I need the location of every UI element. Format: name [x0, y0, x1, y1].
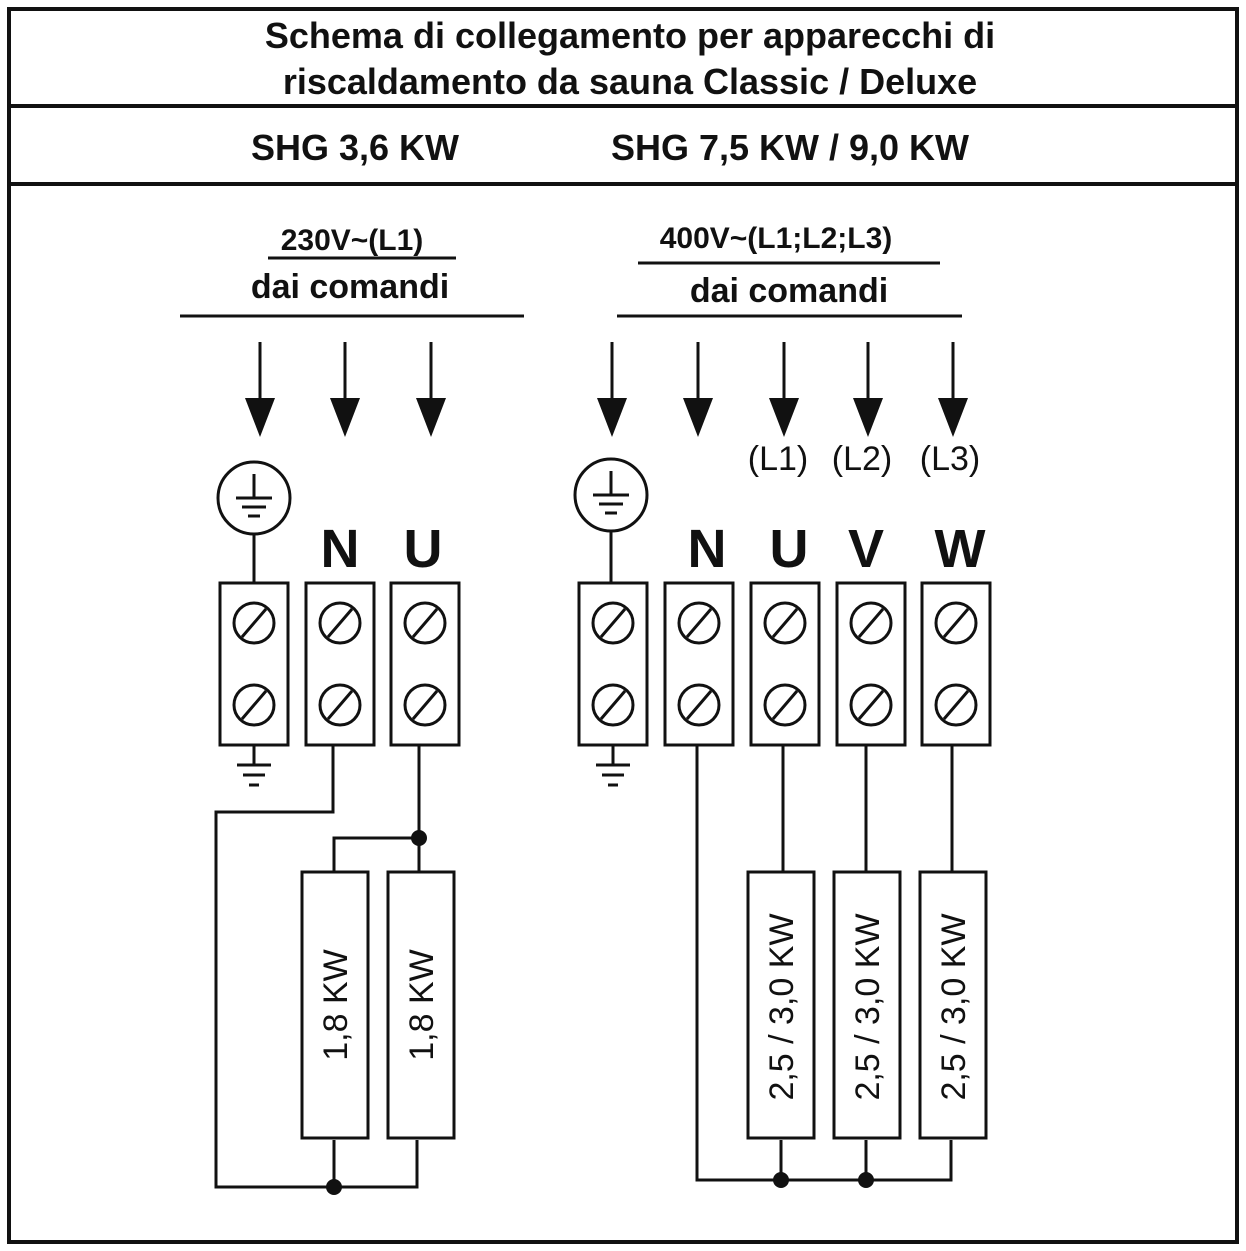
terminal-block-right-n — [663, 581, 735, 747]
diagram-frame — [7, 7, 1239, 1244]
arrow-left-n — [330, 342, 360, 437]
heater-left-1-label: 1,8 KW — [317, 949, 355, 1060]
terminal-block-left-earth — [218, 581, 290, 747]
terminal-block-right-v — [835, 581, 907, 747]
right-arrows — [597, 342, 968, 437]
arrow-right-n — [683, 342, 713, 437]
right-voltage-label: 400V~(L1;L2;L3) — [660, 222, 893, 255]
arrow-right-earth — [597, 342, 627, 437]
arrow-right-u — [769, 342, 799, 437]
heater-left-2-label: 1,8 KW — [403, 949, 441, 1060]
title-line-1: Schema di collegamento per apparecchi di — [265, 15, 995, 56]
heater-right-3-label: 2,5 / 3,0 KW — [935, 913, 973, 1100]
terminal-label-left-u: U — [404, 519, 443, 579]
heater-right-1-label: 2,5 / 3,0 KW — [763, 913, 801, 1100]
ground-symbol-right — [596, 745, 630, 787]
heater-right-2-label: 2,5 / 3,0 KW — [849, 913, 887, 1100]
arrow-left-earth — [245, 342, 275, 437]
heater-right-2: 2,5 / 3,0 KW — [832, 870, 902, 1140]
ground-symbol-left — [237, 745, 271, 787]
heater-left-1: 1,8 KW — [300, 870, 370, 1140]
left-voltage-label: 230V~(L1) — [281, 224, 424, 257]
title-line-2: riscaldamento da sauna Classic / Deluxe — [283, 61, 977, 102]
terminal-block-right-u — [749, 581, 821, 747]
heater-right-1: 2,5 / 3,0 KW — [746, 870, 816, 1140]
heater-right-3: 2,5 / 3,0 KW — [918, 870, 988, 1140]
phase-label-l2: (L2) — [832, 440, 892, 478]
phase-label-l3: (L3) — [920, 440, 980, 478]
terminal-block-left-u — [389, 581, 461, 747]
terminal-label-left-n: N — [321, 519, 360, 579]
terminal-label-right-n: N — [688, 519, 727, 579]
terminal-label-right-v: V — [848, 519, 884, 579]
terminal-label-right-w: W — [935, 519, 986, 579]
terminal-block-right-w — [920, 581, 992, 747]
terminal-block-right-earth — [577, 581, 649, 747]
phase-label-l1: (L1) — [748, 440, 808, 478]
earth-symbol-left — [216, 460, 292, 583]
model-right-label: SHG 7,5 KW / 9,0 KW — [611, 127, 969, 168]
arrow-left-u — [416, 342, 446, 437]
left-source-label: dai comandi — [251, 268, 449, 306]
heater-left-2: 1,8 KW — [386, 870, 456, 1140]
right-wiring — [695, 745, 954, 1188]
terminal-label-right-u: U — [770, 519, 809, 579]
left-arrows — [245, 342, 446, 437]
left-wiring — [214, 745, 427, 1195]
right-source-label: dai comandi — [690, 272, 888, 310]
arrow-right-w — [938, 342, 968, 437]
terminal-block-left-n — [304, 581, 376, 747]
model-left-label: SHG 3,6 KW — [251, 127, 459, 168]
earth-symbol-right — [573, 457, 649, 583]
arrow-right-v — [853, 342, 883, 437]
